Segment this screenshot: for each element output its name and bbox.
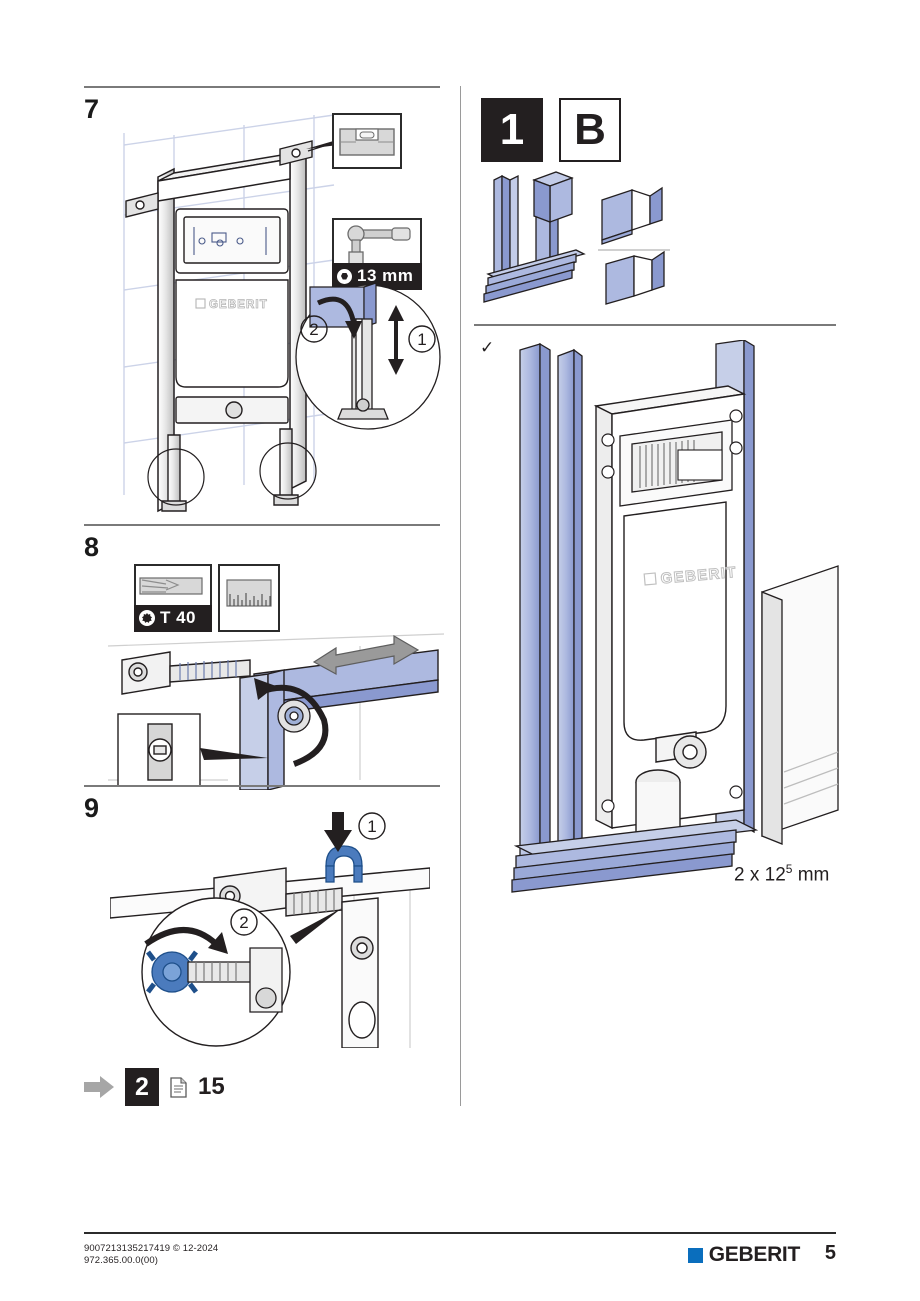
variant-box: B (559, 98, 621, 162)
socket-size-text: 13 mm (357, 266, 414, 285)
torx-size-text: T 40 (160, 608, 197, 627)
chapter-box: 1 (481, 98, 543, 162)
footer-line-1: 9007213135217419 © 12-2024 (84, 1243, 219, 1254)
column-divider (460, 86, 461, 1106)
page-number: 5 (824, 1242, 836, 1264)
brand-name: GEBERIT (708, 1243, 801, 1266)
spirit-level-icon (339, 128, 395, 156)
torx-tool-box: T 40 (134, 564, 212, 632)
document-icon (170, 1076, 187, 1098)
step-7-number: 7 (84, 94, 100, 124)
installed-assembly-illustration: GEBERIT (500, 340, 850, 900)
step-8-rule (84, 524, 440, 526)
step-8-number: 8 (84, 532, 100, 562)
footer-rule (84, 1232, 836, 1234)
next-step-number: 2 (135, 1072, 149, 1101)
svg-text:2: 2 (309, 320, 318, 339)
torx-bit-icon (139, 610, 155, 626)
step-9-rule (84, 785, 440, 787)
footer-document-code: 9007213135217419 © 12-2024 972.365.00.0(… (84, 1243, 218, 1267)
brand-square-icon (687, 1247, 703, 1263)
right-section-rule (474, 324, 836, 326)
dimension-prefix: 2 x 12 (734, 864, 786, 886)
svg-text:GEBERIT: GEBERIT (209, 299, 268, 311)
svg-text:1: 1 (417, 330, 426, 349)
measuring-tape-tool-box (218, 564, 280, 632)
socket-wrench-label: 13 mm (332, 263, 422, 290)
socket-wrench-icon (347, 225, 411, 265)
step-8-illustration (108, 630, 444, 790)
next-step-nav[interactable]: 2 15 (84, 1068, 225, 1106)
components-illustration (480, 168, 840, 308)
svg-text:2: 2 (239, 913, 248, 932)
step-7-detail-callout: 1 2 (292, 283, 444, 433)
socket-wrench-tool-box: 13 mm (332, 218, 422, 290)
torx-label: T 40 (134, 605, 212, 632)
step-9-illustration: 1 2 (110, 812, 430, 1048)
dimension-label: 2 x 125 mm (734, 862, 829, 886)
arrow-right-icon (84, 1076, 114, 1098)
hex-socket-icon (337, 268, 352, 284)
svg-text:1: 1 (367, 817, 376, 836)
next-step-page: 15 (198, 1073, 225, 1100)
check-icon: ✓ (480, 338, 495, 357)
torx-screwdriver-icon (139, 577, 203, 595)
chapter-number: 1 (499, 105, 525, 154)
step-7-illustration: GEBERIT (84, 105, 444, 515)
step-9-number: 9 (84, 793, 100, 823)
brand-logo: GEBERIT (687, 1243, 801, 1267)
footer-line-2: 972.365.00.0(00) (84, 1255, 158, 1266)
variant-letter: B (574, 105, 606, 154)
next-step-box[interactable]: 2 (125, 1068, 159, 1106)
spirit-level-tool-box (332, 113, 402, 169)
measuring-tape-icon (226, 579, 272, 607)
dimension-superscript: 5 (785, 862, 793, 876)
dimension-unit: mm (797, 864, 830, 886)
step-7-rule (84, 86, 440, 88)
